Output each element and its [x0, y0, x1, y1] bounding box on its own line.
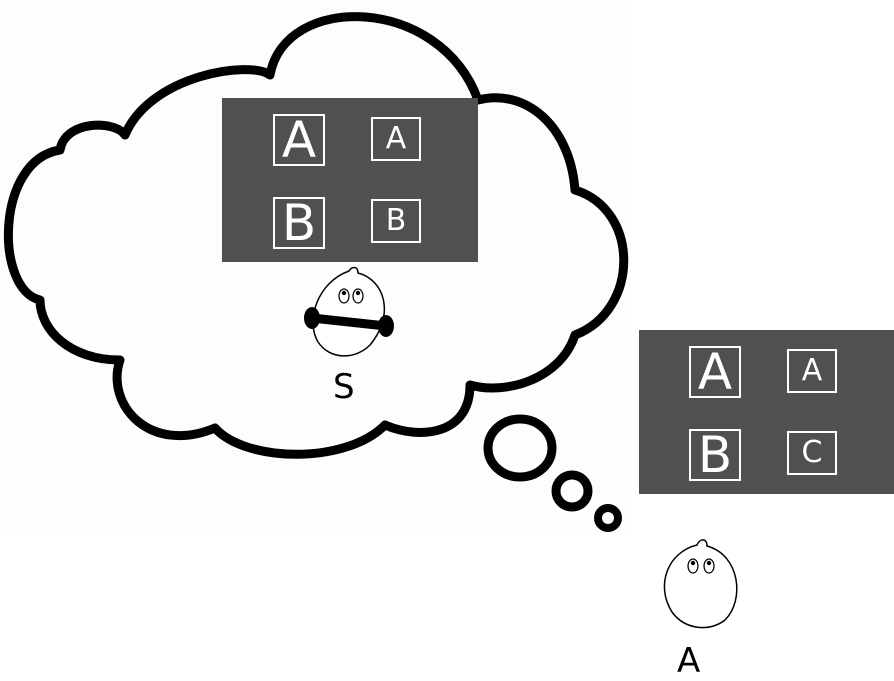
thought-cloud: [3, 12, 629, 459]
real-agent-label: A: [677, 641, 701, 681]
thought-trail-bubble-medium: [551, 470, 593, 512]
actual-tile-small-c: C: [787, 431, 837, 475]
thought-area-background: [0, 0, 630, 535]
real-agent-figure: [663, 539, 738, 629]
actual-tile-small-a: A: [787, 349, 837, 393]
imagined-agent-label: S: [333, 367, 355, 407]
believed-tile-small-a: A: [371, 117, 421, 161]
imagined-agent-figure: [304, 266, 394, 357]
actual-tile-big-a: A: [689, 346, 741, 398]
believed-tile-big-b: B: [273, 197, 325, 249]
believed-tile-small-b: B: [371, 199, 421, 243]
imagined-agent-head: [312, 266, 386, 357]
blindfold-icon: [307, 313, 391, 331]
believed-card-panel: A A B B: [222, 98, 478, 262]
actual-tile-big-b: B: [689, 429, 741, 481]
thought-trail-bubble-large: [483, 414, 557, 482]
real-agent-head: [663, 539, 738, 629]
believed-tile-big-a: A: [273, 114, 325, 166]
actual-card-panel: A A B C: [639, 330, 894, 494]
thought-trail-bubble-small: [594, 504, 622, 532]
